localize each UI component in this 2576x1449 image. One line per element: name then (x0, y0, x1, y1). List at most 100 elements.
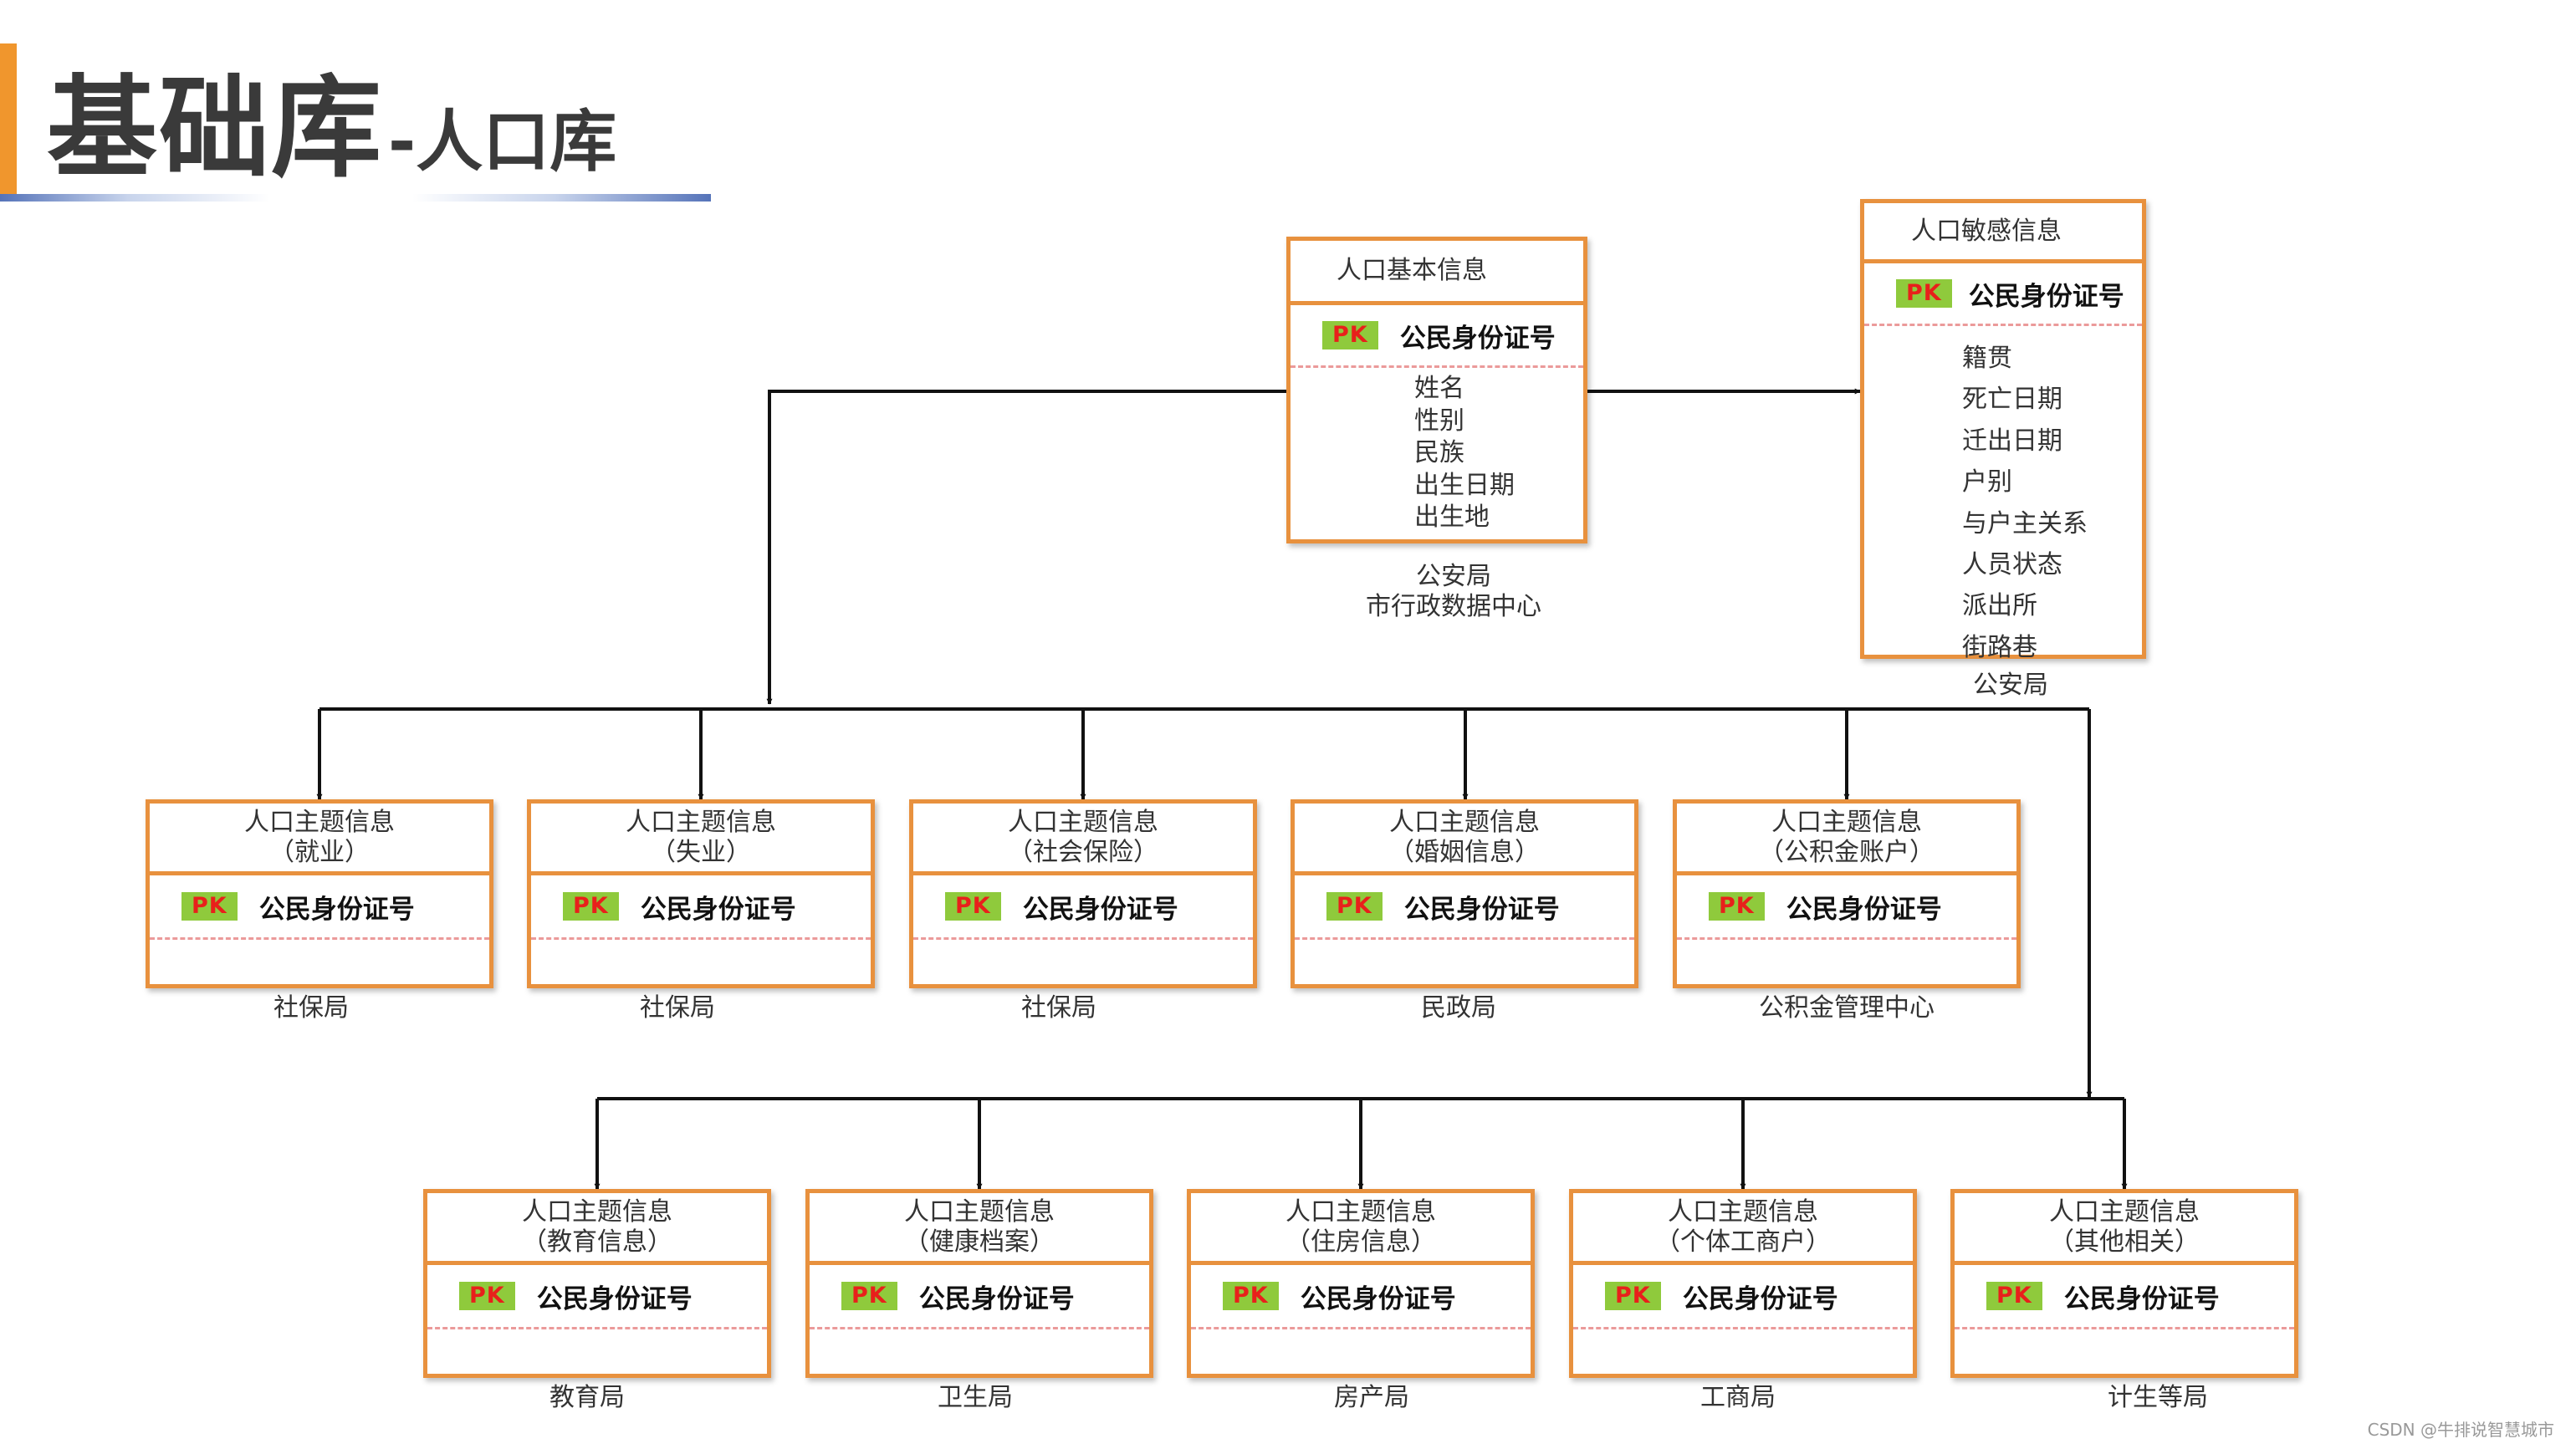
entity-title: 人口主题信息 (904, 1196, 1055, 1227)
title-accent-bar (0, 43, 17, 194)
pk-row: PK 公民身份证号 (150, 875, 489, 940)
connector-basic-to-trunk (766, 390, 1286, 705)
pk-field: 公民身份证号 (258, 894, 415, 925)
entity-subtitle: （个体工商户） (1655, 1227, 1831, 1257)
entity-title: 人口主题信息 (2049, 1196, 2200, 1227)
entity-header: 人口主题信息 （个体工商户） (1573, 1193, 1913, 1265)
pk-row: PK 公民身份证号 (1955, 1265, 2294, 1329)
entity-sensitive-info-header: 人口敏感信息 (1864, 203, 2142, 263)
entity-subtitle: （就业） (269, 837, 370, 867)
entity-subtitle: （公积金账户） (1759, 837, 1935, 867)
pk-badge: PK (841, 1282, 897, 1310)
entity-subtitle: （教育信息） (522, 1227, 672, 1257)
entity-theme-self-employed: 人口主题信息 （个体工商户） PK 公民身份证号 (1569, 1189, 1917, 1378)
entity-title: 人口主题信息 (1008, 807, 1158, 837)
entity-theme-employment: 人口主题信息 （就业） PK 公民身份证号 (146, 799, 493, 988)
entity-subtitle: （健康档案） (904, 1227, 1055, 1257)
field-item: 与户主关系 (1962, 508, 2088, 538)
source-label: 社保局 (273, 993, 349, 1023)
entity-subtitle: （住房信息） (1285, 1227, 1436, 1257)
pk-badge: PK (181, 892, 238, 921)
entity-title: 人口主题信息 (1668, 1196, 1818, 1227)
source-label: 卫生局 (938, 1383, 1013, 1412)
entity-header: 人口主题信息 （健康档案） (810, 1193, 1149, 1265)
entity-header: 人口主题信息 （社会保险） (913, 804, 1253, 875)
source-label: 社保局 (1021, 993, 1096, 1023)
entity-theme-other: 人口主题信息 （其他相关） PK 公民身份证号 (1950, 1189, 2298, 1378)
pk-field: 公民身份证号 (1682, 1283, 1838, 1314)
pk-badge: PK (1709, 892, 1765, 921)
entity-title: 人口敏感信息 (1911, 216, 2062, 246)
pk-badge: PK (1986, 1282, 2042, 1310)
title-underline (0, 194, 711, 202)
pk-badge: PK (1326, 892, 1383, 921)
pk-badge: PK (1223, 1282, 1279, 1310)
pk-field: 公民身份证号 (1968, 281, 2124, 312)
source-label: 公积金管理中心 (1759, 993, 1935, 1023)
pk-row: PK 公民身份证号 (1864, 263, 2142, 326)
field-item: 街路巷 (1962, 632, 2037, 662)
field-item: 出生地 (1414, 503, 1490, 532)
entity-sensitive-info: 人口敏感信息 PK 公民身份证号 籍贯 死亡日期 迁出日期 户别 与户主关系 人… (1860, 199, 2146, 662)
entity-theme-unemployment: 人口主题信息 （失业） PK 公民身份证号 (527, 799, 875, 988)
pk-row: PK 公民身份证号 (1295, 875, 1634, 940)
entity-basic-info-header: 人口基本信息 (1291, 241, 1583, 305)
entity-theme-housing-fund: 人口主题信息 （公积金账户） PK 公民身份证号 (1673, 799, 2021, 988)
source-label: 房产局 (1334, 1383, 1409, 1412)
entity-subtitle: （其他相关） (2049, 1227, 2200, 1257)
source-label-basic-info: 公安局 市行政数据中心 (1366, 562, 1541, 622)
entity-subtitle: （失业） (651, 837, 751, 867)
page-title: 基础库 -人口库 (47, 42, 616, 184)
pk-row: PK 公民身份证号 (531, 875, 871, 940)
field-item: 籍贯 (1962, 344, 2012, 373)
pk-row: PK 公民身份证号 (1191, 1265, 1531, 1329)
pk-row: PK 公民身份证号 (427, 1265, 767, 1329)
pk-row: PK 公民身份证号 (913, 875, 1253, 940)
entity-header: 人口主题信息 （其他相关） (1955, 1193, 2294, 1265)
field-item: 姓名 (1414, 374, 1464, 403)
field-item: 迁出日期 (1962, 426, 2062, 456)
entity-header: 人口主题信息 （失业） (531, 804, 871, 875)
pk-field: 公民身份证号 (1786, 894, 1942, 925)
field-item: 户别 (1962, 467, 2012, 497)
entity-subtitle: （社会保险） (1008, 837, 1158, 867)
entity-header: 人口主题信息 （公积金账户） (1677, 804, 2016, 875)
entity-theme-marriage: 人口主题信息 （婚姻信息） PK 公民身份证号 (1291, 799, 1638, 988)
pk-badge: PK (1322, 321, 1378, 349)
entity-header: 人口主题信息 （就业） (150, 804, 489, 875)
pk-badge: PK (459, 1282, 515, 1310)
field-item: 派出所 (1962, 591, 2037, 621)
source-line: 市行政数据中心 (1366, 592, 1541, 621)
entity-title: 人口主题信息 (244, 807, 395, 837)
entity-subtitle: （婚姻信息） (1389, 837, 1540, 867)
entity-basic-info-fields: 姓名 性别 民族 出生日期 出生地 (1291, 368, 1583, 534)
pk-field: 公民身份证号 (2063, 1283, 2220, 1314)
pk-field: 公民身份证号 (1399, 323, 1556, 354)
page-title-sub: -人口库 (388, 103, 617, 181)
source-label: 工商局 (1700, 1383, 1776, 1412)
source-label: 社保局 (640, 993, 715, 1023)
pk-badge: PK (1896, 279, 1952, 308)
source-label: 民政局 (1421, 993, 1496, 1023)
watermark: CSDN @牛排说智慧城市 (2367, 1420, 2554, 1440)
pk-field: 公民身份证号 (640, 894, 796, 925)
entity-title: 人口主题信息 (626, 807, 776, 837)
pk-field: 公民身份证号 (918, 1283, 1075, 1314)
source-label: 计生等局 (2108, 1383, 2208, 1412)
entity-title: 人口主题信息 (522, 1196, 672, 1227)
source-label-sensitive-info: 公安局 (1973, 671, 2048, 700)
field-item: 人员状态 (1962, 550, 2062, 580)
entity-title: 人口基本信息 (1337, 256, 1487, 285)
field-item: 死亡日期 (1962, 385, 2062, 415)
entity-header: 人口主题信息 （婚姻信息） (1295, 804, 1634, 875)
field-item: 出生日期 (1414, 470, 1515, 500)
field-item: 民族 (1414, 438, 1464, 467)
pk-field: 公民身份证号 (1403, 894, 1560, 925)
field-item: 性别 (1414, 406, 1464, 436)
pk-field: 公民身份证号 (1022, 894, 1178, 925)
entity-title: 人口主题信息 (1389, 807, 1540, 837)
entity-theme-housing: 人口主题信息 （住房信息） PK 公民身份证号 (1187, 1189, 1535, 1378)
page-title-main: 基础库 (47, 64, 383, 193)
source-label: 教育局 (549, 1383, 625, 1412)
